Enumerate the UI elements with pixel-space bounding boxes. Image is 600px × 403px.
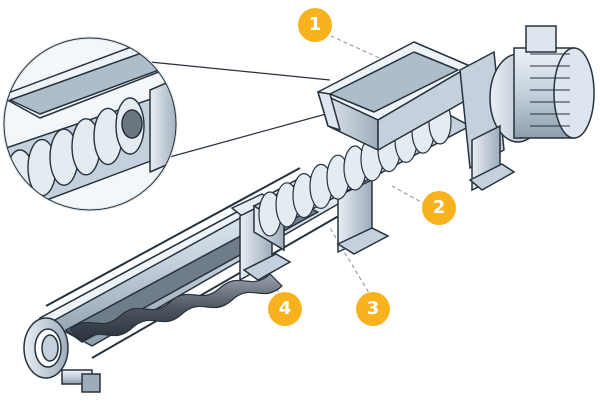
feed-hopper — [317, 41, 471, 151]
zoom-connector — [149, 61, 331, 159]
callout-badge-1: 1 — [298, 8, 332, 42]
rotor-helix — [69, 273, 283, 343]
callout-badge-2: 2 — [422, 191, 456, 225]
callout-badge-4: 4 — [268, 292, 302, 326]
zoom-inset — [2, 36, 178, 212]
drive-motor — [459, 25, 595, 192]
callout-badge-3: 3 — [356, 292, 390, 326]
outlet-flange — [23, 317, 101, 393]
